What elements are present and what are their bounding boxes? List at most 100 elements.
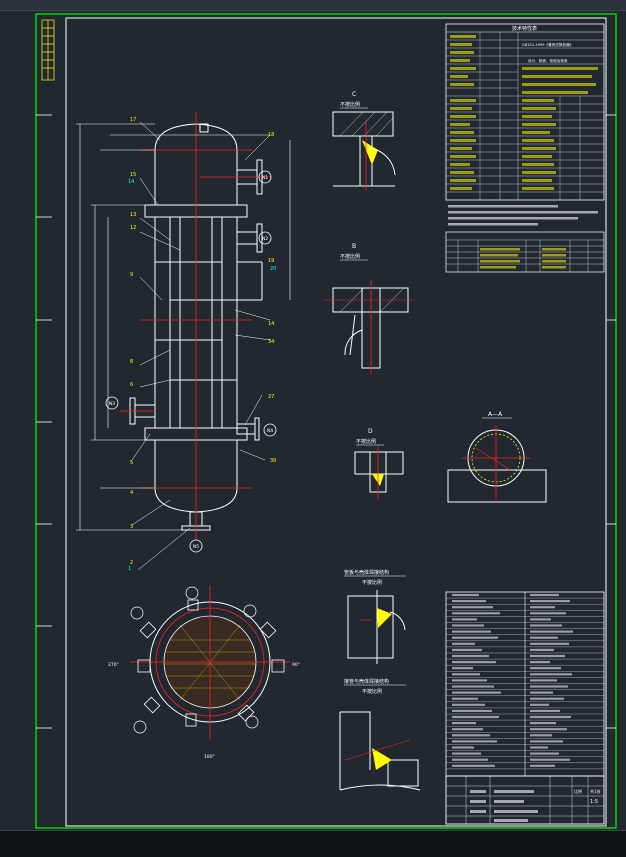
bom-cell [452,648,482,651]
bom-cell [530,624,562,627]
bom-cell [530,703,549,706]
part-numbers: 17 15 13 12 9 8 6 5 4 3 2 18 19 14 34 27… [130,117,276,566]
bom-cell [452,734,490,737]
svg-text:30: 30 [270,458,276,464]
bom-cell [452,746,474,749]
bom-cell [530,722,556,725]
svg-text:15: 15 [130,172,136,178]
weld-detail-tubesheet: 管板与壳体焊接结构 不按比例 [344,569,406,664]
bom-cell [530,709,560,712]
bom-cell [530,752,559,755]
bom-cell [530,667,561,670]
bom-cell [452,679,487,682]
bom-cell [530,691,553,694]
svg-text:不按比例: 不按比例 [362,579,382,586]
margin-ticks [36,114,616,729]
part-leaders [131,121,271,571]
bom-cell [452,691,501,694]
weld-detail-nozzle: 接管与壳体焊接结构 不按比例 [339,678,421,791]
bom-cell [452,709,492,712]
bom-cell [530,593,559,597]
bom-cell [530,648,554,651]
bom-cell [452,606,493,609]
bom-cell [452,728,483,731]
svg-text:3: 3 [130,524,133,530]
bom-cell [452,618,477,621]
bom-cell [530,642,569,645]
svg-text:不按比例: 不按比例 [340,253,360,260]
bom-cell [530,630,573,633]
nozzle-markers [105,170,277,553]
svg-text:27: 27 [268,394,274,400]
svg-text:共1张: 共1张 [590,788,601,794]
bom-cell [452,612,500,615]
svg-text:270°: 270° [108,662,119,668]
bom-cell [530,600,570,603]
svg-text:N3: N3 [109,401,115,407]
svg-text:4: 4 [130,490,133,496]
bom-cell [452,600,486,603]
bom-cell [452,673,480,676]
svg-text:8: 8 [130,359,133,365]
svg-text:13: 13 [130,212,136,218]
bom-cell [530,758,570,761]
bom-rows [446,593,604,770]
bom-cell [452,740,497,743]
title-block: 比例 1:5 共1张 [445,775,605,825]
bom-cell [530,654,565,658]
bom-cell [530,715,571,719]
section-aa: A—A [447,411,547,503]
bom-cell [452,685,494,688]
stamp-grid [41,19,55,81]
bom-cell [452,661,496,664]
detail-b: B 不按比例 [325,243,415,375]
svg-text:GB151-1999《管壳式换热器》: GB151-1999《管壳式换热器》 [522,42,573,47]
bom-cell [452,593,479,597]
svg-text:19: 19 [268,258,274,264]
svg-text:设计、制造、检验及验收: 设计、制造、检验及验收 [528,58,568,63]
svg-text:18: 18 [268,132,274,138]
svg-text:5: 5 [130,460,133,466]
svg-text:90°: 90° [292,662,300,668]
svg-text:6: 6 [130,382,133,388]
svg-text:不按比例: 不按比例 [340,101,360,108]
bom-cell [530,734,552,737]
bom-cell [530,612,566,615]
bom-cell [452,636,498,639]
command-line[interactable] [0,830,626,857]
svg-text:不按比例: 不按比例 [362,688,382,695]
bom-cell [452,758,488,761]
bom-cell [452,703,485,706]
svg-text:N4: N4 [267,428,273,434]
svg-text:不按比例: 不按比例 [356,438,376,445]
svg-text:17: 17 [130,117,136,123]
svg-text:D: D [368,428,373,435]
svg-text:N5: N5 [193,544,199,550]
svg-text:12: 12 [130,225,136,231]
svg-text:A—A: A—A [488,411,503,418]
toolbar [0,0,626,11]
svg-text:14: 14 [128,179,134,185]
outer-frame [35,13,617,829]
bom-cell [530,618,551,621]
svg-text:B: B [352,243,356,250]
bom-cell [452,764,495,767]
bom-cell [530,661,550,664]
bom-cell [530,606,555,609]
svg-text:N1: N1 [262,175,268,181]
detail-d: D 不按比例 [354,428,404,500]
svg-text:20: 20 [270,266,276,272]
nozzle-labels: N1 N2 N3 N4 N5 [109,175,273,550]
bom-cell [452,654,489,658]
bom-cell [452,697,478,700]
bom-cell [452,667,473,670]
bom-cell [530,673,572,676]
bom-cell [452,752,481,755]
tubesheet-plan-view: 270° 90° 180° [108,585,300,760]
bom-cell [530,728,567,731]
bom-cell [530,740,563,743]
svg-text:技术特性表: 技术特性表 [512,25,537,32]
bom-cell [530,685,568,688]
